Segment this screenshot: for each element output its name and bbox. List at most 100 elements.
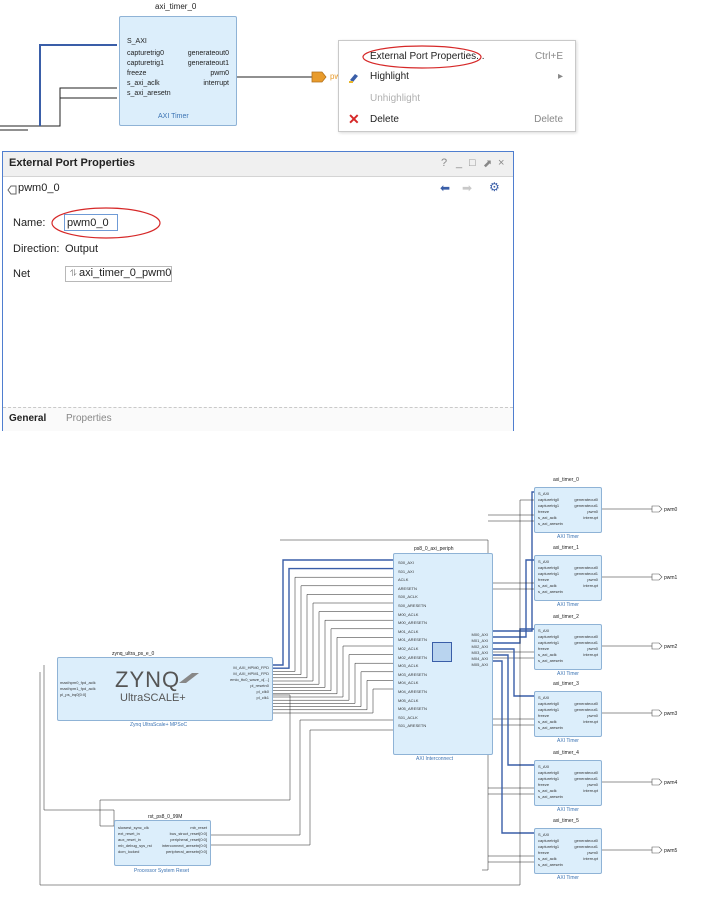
interconnect-pin[interactable]: M05_ARESETN — [398, 706, 427, 712]
timer-pin[interactable]: s_axi_aclk — [538, 515, 557, 520]
timer-pin[interactable]: freeze — [538, 850, 550, 855]
pin-s-axi[interactable]: S_AXI — [127, 38, 147, 45]
interconnect-pin[interactable]: M04_AXI — [471, 656, 488, 661]
timer-pin[interactable]: s_axi_aclk — [538, 583, 557, 588]
pin[interactable]: pl_ps_irq0[0:0] — [60, 692, 87, 697]
timer-pin[interactable]: interrupt — [583, 856, 598, 861]
timer-pin[interactable]: freeze — [538, 713, 550, 718]
pin[interactable]: M_AXI_HPM0_FPD — [233, 665, 269, 670]
timer-pin[interactable]: generateout1 — [574, 844, 598, 849]
timer-pin[interactable]: freeze — [538, 509, 550, 514]
zynq-ps-block[interactable]: maxihpm0_fpd_aclk maxihpm1_fpd_aclk pl_p… — [57, 657, 273, 721]
output-port-label[interactable]: pwm0 — [664, 507, 678, 513]
pin[interactable]: mb_reset — [190, 825, 207, 830]
timer-pin[interactable]: capturetrig1 — [538, 640, 560, 645]
timer-pin[interactable]: capturetrig0 — [538, 565, 560, 570]
processor-system-reset-block[interactable]: slowest_sync_clk ext_reset_in aux_reset_… — [114, 820, 211, 866]
timer-pin[interactable]: capturetrig0 — [538, 497, 560, 502]
gear-icon[interactable]: ⚙ — [489, 180, 500, 194]
timer-pin[interactable]: pwm0 — [587, 850, 598, 855]
float-icon[interactable]: ⬈ — [483, 158, 493, 170]
forward-arrow-icon[interactable]: ➡ — [462, 181, 473, 195]
timer-pin[interactable]: s_axi_aclk — [538, 856, 557, 861]
pin[interactable]: pl_resetn0 — [250, 683, 269, 688]
pin[interactable]: emio_ttc0_wave_o[...] — [230, 677, 269, 682]
pin-generateout0[interactable]: generateout0 — [187, 50, 229, 57]
interconnect-pin[interactable]: M01_AXI — [471, 638, 488, 643]
timer-pin[interactable]: s_axi_aclk — [538, 788, 557, 793]
timer-pin[interactable]: generateout1 — [574, 503, 598, 508]
menu-item-delete[interactable]: ✕ Delete Delete — [339, 110, 575, 130]
pin-pwm0[interactable]: pwm0 — [210, 70, 229, 77]
interconnect-pin[interactable]: M05_AXI — [471, 662, 488, 667]
timer-pin[interactable]: s_axi_aresetn — [538, 521, 563, 526]
interconnect-pin[interactable]: S00_ACLK — [398, 594, 418, 600]
interconnect-pin[interactable]: M03_AXI — [471, 650, 488, 655]
timer-pin[interactable]: generateout0 — [574, 701, 598, 706]
timer-pin[interactable]: generateout1 — [574, 707, 598, 712]
timer-pin[interactable]: capturetrig0 — [538, 634, 560, 639]
interconnect-pin[interactable]: S01_ARESETN — [398, 723, 427, 729]
output-port-label[interactable]: pwm1 — [664, 575, 678, 581]
timer-pin[interactable]: capturetrig1 — [538, 844, 560, 849]
timer-pin[interactable]: s_axi_aresetn — [538, 725, 563, 730]
interconnect-pin[interactable]: M02_ARESETN — [398, 654, 427, 660]
timer-pin[interactable]: capturetrig1 — [538, 503, 560, 508]
pin-s-axi-aresetn[interactable]: s_axi_aresetn — [127, 90, 171, 97]
timer-pin[interactable]: pwm0 — [587, 713, 598, 718]
interconnect-pin[interactable]: S01_AXI — [398, 568, 414, 574]
name-input[interactable] — [64, 214, 118, 231]
pin[interactable]: aux_reset_in — [118, 837, 141, 842]
timer-pin[interactable]: pwm0 — [587, 646, 598, 651]
timer-pin[interactable]: generateout1 — [574, 776, 598, 781]
pin[interactable]: peripheral_reset[0:0] — [170, 837, 207, 842]
pin[interactable]: peripheral_aresetn[0:0] — [165, 849, 207, 854]
interconnect-pin[interactable]: M00_ARESETN — [398, 620, 427, 626]
timer-pin[interactable]: s_axi_aclk — [538, 652, 557, 657]
pin[interactable]: dcm_locked — [118, 849, 140, 854]
timer-pin[interactable]: generateout0 — [574, 838, 598, 843]
menu-item-unhighlight[interactable]: Unhighlight — [339, 89, 575, 109]
help-icon[interactable]: ? — [441, 157, 448, 169]
timer-pin[interactable]: generateout0 — [574, 634, 598, 639]
pin-generateout1[interactable]: generateout1 — [187, 60, 229, 67]
menu-item-external-port-properties[interactable]: External Port Properties... Ctrl+E — [339, 47, 575, 67]
interconnect-pin[interactable]: M00_ACLK — [398, 611, 419, 617]
timer-pin[interactable]: S_AXI — [538, 628, 550, 633]
interconnect-pin[interactable]: ARESETN — [398, 585, 417, 591]
timer-pin[interactable]: freeze — [538, 646, 550, 651]
timer-pin[interactable]: interrupt — [583, 515, 598, 520]
pin[interactable]: pl_clk1 — [256, 695, 269, 700]
pin-s-axi-aclk[interactable]: s_axi_aclk — [127, 80, 160, 87]
port-label[interactable]: pw — [330, 72, 341, 81]
pin[interactable]: M_AXI_HPM1_FPD — [233, 671, 269, 676]
interconnect-pin[interactable]: M04_ACLK — [398, 680, 419, 686]
pin-interrupt[interactable]: interrupt — [203, 80, 229, 87]
timer-pin[interactable]: s_axi_aresetn — [538, 589, 563, 594]
interconnect-pin[interactable]: S01_ACLK — [398, 714, 418, 720]
pin[interactable]: mb_debug_sys_rst — [118, 843, 152, 848]
timer-pin[interactable]: capturetrig1 — [538, 571, 560, 576]
timer-pin[interactable]: S_AXI — [538, 764, 550, 769]
interconnect-pin[interactable]: M03_ARESETN — [398, 671, 427, 677]
interconnect-pin[interactable]: M02_ACLK — [398, 646, 419, 651]
timer-pin[interactable]: s_axi_aresetn — [538, 862, 563, 867]
output-port-label[interactable]: pwm5 — [664, 848, 678, 854]
minimize-icon[interactable]: _ — [456, 157, 463, 169]
timer-pin[interactable]: capturetrig0 — [538, 701, 560, 706]
pin[interactable]: slowest_sync_clk — [118, 825, 149, 830]
axi-timer-block[interactable]: S_AXI capturetrig0 capturetrig1 freeze s… — [119, 16, 237, 126]
pin-freeze[interactable]: freeze — [127, 70, 147, 77]
output-port-label[interactable]: pwm2 — [664, 644, 678, 650]
timer-pin[interactable]: pwm0 — [587, 782, 598, 787]
pin-capturetrig1[interactable]: capturetrig1 — [127, 60, 164, 67]
timer-pin[interactable]: S_AXI — [538, 491, 550, 496]
menu-item-highlight[interactable]: Highlight ▸ — [339, 67, 575, 87]
net-field[interactable]: ⥮ axi_timer_0_pwm0 — [65, 266, 172, 282]
